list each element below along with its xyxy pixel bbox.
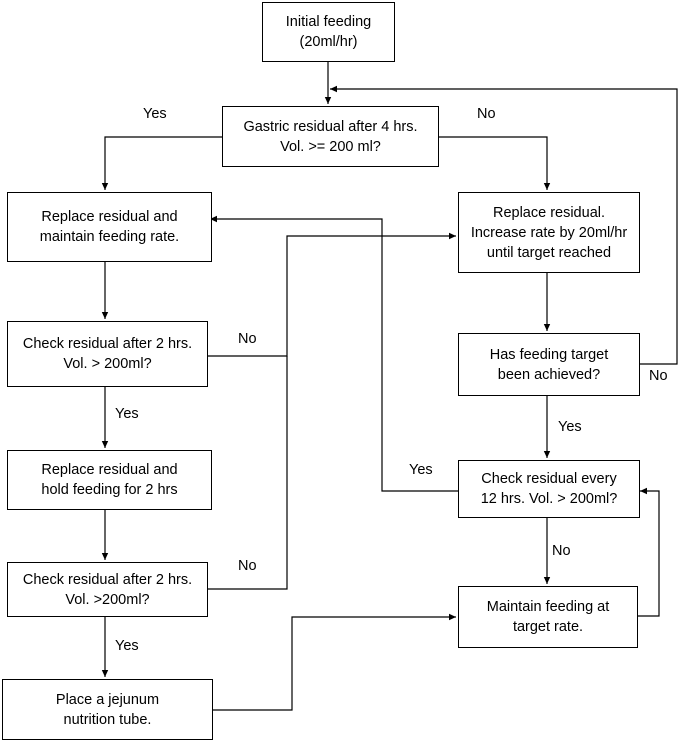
line-check2b-no-join [208,356,288,590]
arrow-jejunum-to-maintain-target [213,613,456,711]
label-check12-yes: Yes [409,462,433,478]
label-check12-no: No [552,543,571,559]
node-gastric-residual-check-text: Gastric residual after 4 hrs. Vol. >= 20… [243,118,418,155]
arrow-check-no-to-replace-increase [208,232,456,357]
label-check2b-yes: Yes [115,638,139,654]
label-target-yes: Yes [558,419,582,435]
node-check-residual-12hrs-text: Check residual every 12 hrs. Vol. > 200m… [480,471,618,507]
node-initial-feeding-text: Initial feeding (20ml/hr) [285,14,372,50]
node-check-residual-12hrs: Check residual every 12 hrs. Vol. > 200m… [458,460,640,518]
arrow-gastric-yes-to-replace-maintain [101,136,222,190]
arrow-maintain-target-loop-to-check12 [638,487,660,617]
label-target-no: No [649,368,668,384]
node-jejunum-tube: Place a jejunum nutrition tube. [2,679,213,740]
node-target-achieved: Has feeding target been achieved? [458,333,640,396]
node-replace-maintain-text: Replace residual and maintain feeding ra… [39,209,180,245]
arrow-check12-yes-to-replace-maintain [210,215,458,492]
node-jejunum-tube-text: Place a jejunum nutrition tube. [55,691,160,728]
label-check2b-no: No [238,558,257,574]
node-replace-hold: Replace residual and hold feeding for 2 … [7,450,212,510]
arrow-gastric-no-to-replace-increase [439,136,551,190]
arrow-target-no-loop-back [330,85,678,365]
node-check-residual-2hrs-second: Check residual after 2 hrs. Vol. >200ml? [7,562,208,617]
node-replace-maintain: Replace residual and maintain feeding ra… [7,192,212,262]
node-replace-increase-text: Replace residual. Increase rate by 20ml/… [470,204,628,261]
node-gastric-residual-check: Gastric residual after 4 hrs. Vol. >= 20… [222,106,439,167]
node-replace-hold-text: Replace residual and hold feeding for 2 … [41,462,178,498]
node-maintain-target-rate-text: Maintain feeding at target rate. [486,599,610,635]
node-check-residual-2hrs-first-text: Check residual after 2 hrs. Vol. > 200ml… [22,336,193,372]
label-check2a-yes: Yes [115,406,139,422]
label-gastric-yes: Yes [143,106,167,122]
node-initial-feeding: Initial feeding (20ml/hr) [262,2,395,62]
label-gastric-no: No [477,106,496,122]
node-target-achieved-text: Has feeding target been achieved? [489,346,609,383]
node-maintain-target-rate: Maintain feeding at target rate. [458,586,638,648]
label-check2a-no: No [238,331,257,347]
node-replace-increase: Replace residual. Increase rate by 20ml/… [458,192,640,273]
node-check-residual-2hrs-first: Check residual after 2 hrs. Vol. > 200ml… [7,321,208,387]
node-check-residual-2hrs-second-text: Check residual after 2 hrs. Vol. >200ml? [22,571,193,608]
